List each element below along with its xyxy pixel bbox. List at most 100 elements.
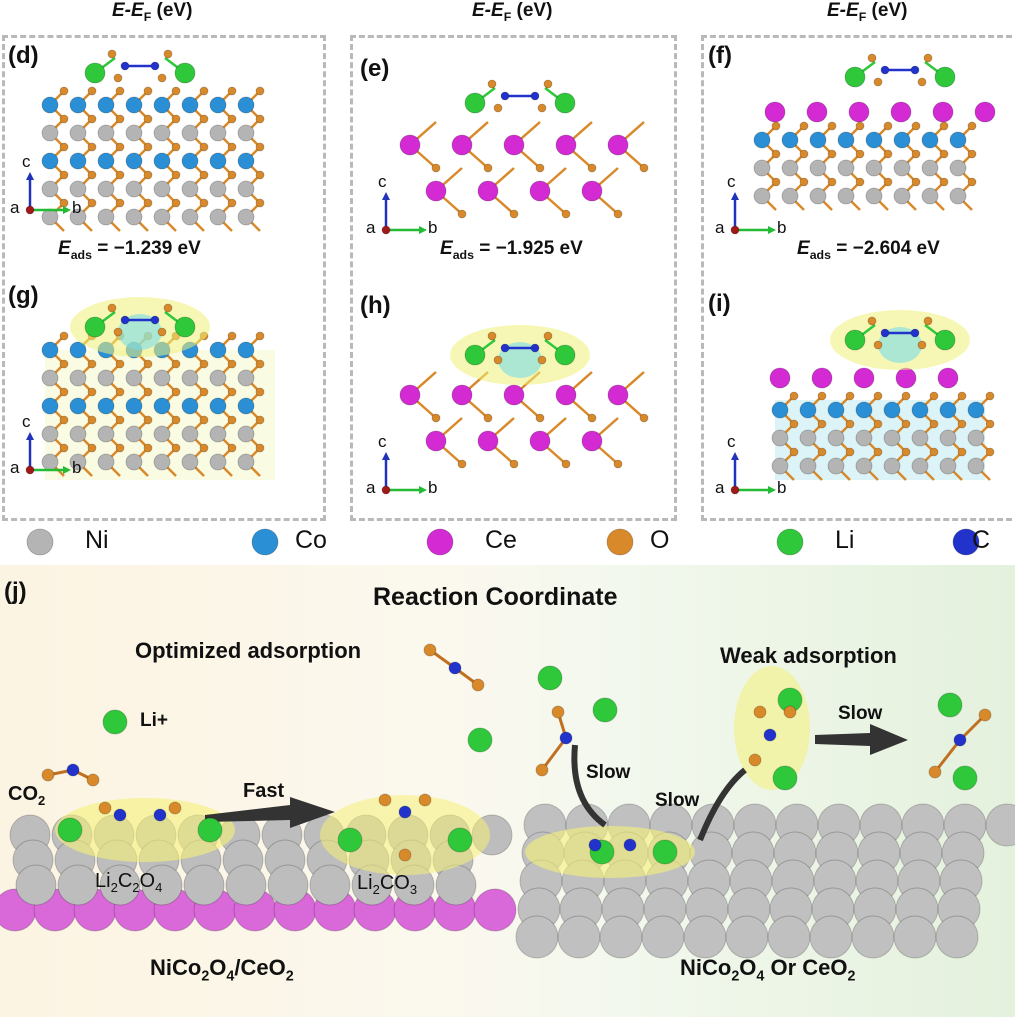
b-axis-arrow-icon [419, 226, 427, 234]
oxygen-atom [87, 170, 97, 180]
oxygen-atom [845, 419, 855, 429]
metal-atom [911, 429, 929, 447]
oxygen-atom [967, 121, 977, 131]
oxygen-atom [227, 331, 237, 341]
cerium-atom [853, 367, 875, 389]
carbon-atom [880, 65, 890, 75]
oxygen-atom [923, 316, 933, 326]
cerium-atom [399, 384, 421, 406]
metal-atom [153, 369, 171, 387]
carbon-atom [150, 61, 160, 71]
oxygen-atom [873, 447, 883, 457]
metal-atom [97, 124, 115, 142]
oxygen-atom [957, 419, 967, 429]
oxygen-atom [457, 209, 467, 219]
metal-atom [855, 401, 873, 419]
nickel-cobalt-sphere [99, 864, 141, 906]
metal-atom [125, 180, 143, 198]
carbon-atom [120, 315, 130, 325]
metal-atom [865, 159, 883, 177]
oxygen-atom [171, 443, 181, 453]
lithium-sphere [652, 839, 678, 865]
nickel-cobalt-sphere [15, 864, 57, 906]
oxygen-atom [917, 340, 927, 350]
molecule-atom [953, 733, 967, 747]
metal-atom [41, 152, 59, 170]
oxygen-atom [59, 359, 69, 369]
oxygen-atom [59, 415, 69, 425]
oxygen-atom [799, 149, 809, 159]
energy-axis-label-2: E-EF (eV) [472, 0, 553, 24]
molecule-atom [41, 768, 55, 782]
metal-atom [883, 429, 901, 447]
metal-atom [967, 457, 985, 475]
axis-label-c: c [22, 152, 31, 171]
optimized-adsorption-label: Optimized adsorption [135, 638, 362, 663]
axis-label-b: b [72, 198, 82, 217]
oxygen-atom [789, 447, 799, 457]
legend-label-o: O [650, 526, 670, 554]
cerium-atom [425, 180, 447, 202]
oxygen-atom [537, 355, 547, 365]
metal-atom [883, 401, 901, 419]
legend-ce-icon [426, 528, 454, 556]
legend-co-icon [251, 528, 279, 556]
oxygen-atom [817, 419, 827, 429]
metal-atom [939, 457, 957, 475]
metal-atom [181, 208, 199, 226]
oxygen-atom [845, 391, 855, 401]
metal-atom [97, 369, 115, 387]
legend-o-icon [606, 528, 634, 556]
panel-label-f: (f) [708, 42, 732, 69]
oxygen-atom [561, 209, 571, 219]
oxygen-atom [115, 359, 125, 369]
oxygen-atom [171, 359, 181, 369]
oxygen-atom [255, 114, 265, 124]
metal-atom [753, 187, 771, 205]
oxygen-atom [227, 415, 237, 425]
metal-atom [753, 159, 771, 177]
oxygen-atom [59, 331, 69, 341]
oxygen-atom [917, 77, 927, 87]
metal-atom [781, 131, 799, 149]
oxygen-atom [639, 413, 649, 423]
carbon-sphere [763, 728, 777, 742]
oxygen-atom [883, 149, 893, 159]
molecule-atom [978, 708, 992, 722]
axis-label-a: a [10, 458, 20, 477]
cerium-atom [607, 384, 629, 406]
lithium-sphere [592, 697, 618, 723]
oxygen-atom [911, 121, 921, 131]
oxygen-atom [509, 209, 519, 219]
oxygen-atom [957, 391, 967, 401]
oxygen-atom [113, 327, 123, 337]
oxygen-atom [535, 413, 545, 423]
metal-atom [153, 425, 171, 443]
carbon-atom [910, 65, 920, 75]
metal-atom [237, 425, 255, 443]
b-axis-arrow-icon [63, 466, 71, 474]
oxygen-atom [87, 86, 97, 96]
b-axis-arrow-icon [768, 226, 776, 234]
a-axis-dot-icon [381, 225, 391, 235]
molecule-atom [559, 731, 573, 745]
molecule-atom [471, 678, 485, 692]
cerium-atom [890, 101, 912, 123]
cerium-atom [503, 384, 525, 406]
metal-atom [209, 124, 227, 142]
oxygen-atom [115, 415, 125, 425]
oxygen-atom [883, 121, 893, 131]
oxygen-atom [431, 413, 441, 423]
charge-density-cyan [878, 327, 922, 363]
cerium-atom [937, 367, 959, 389]
substrate-sphere [725, 915, 769, 959]
oxygen-atom [199, 443, 209, 453]
oxygen-atom [929, 419, 939, 429]
c-axis-arrow-icon [382, 452, 390, 460]
axis-label-a: a [715, 218, 725, 237]
metal-atom [125, 152, 143, 170]
metal-atom [883, 457, 901, 475]
metal-atom [41, 124, 59, 142]
oxygen-atom [143, 86, 153, 96]
metal-atom [97, 96, 115, 114]
